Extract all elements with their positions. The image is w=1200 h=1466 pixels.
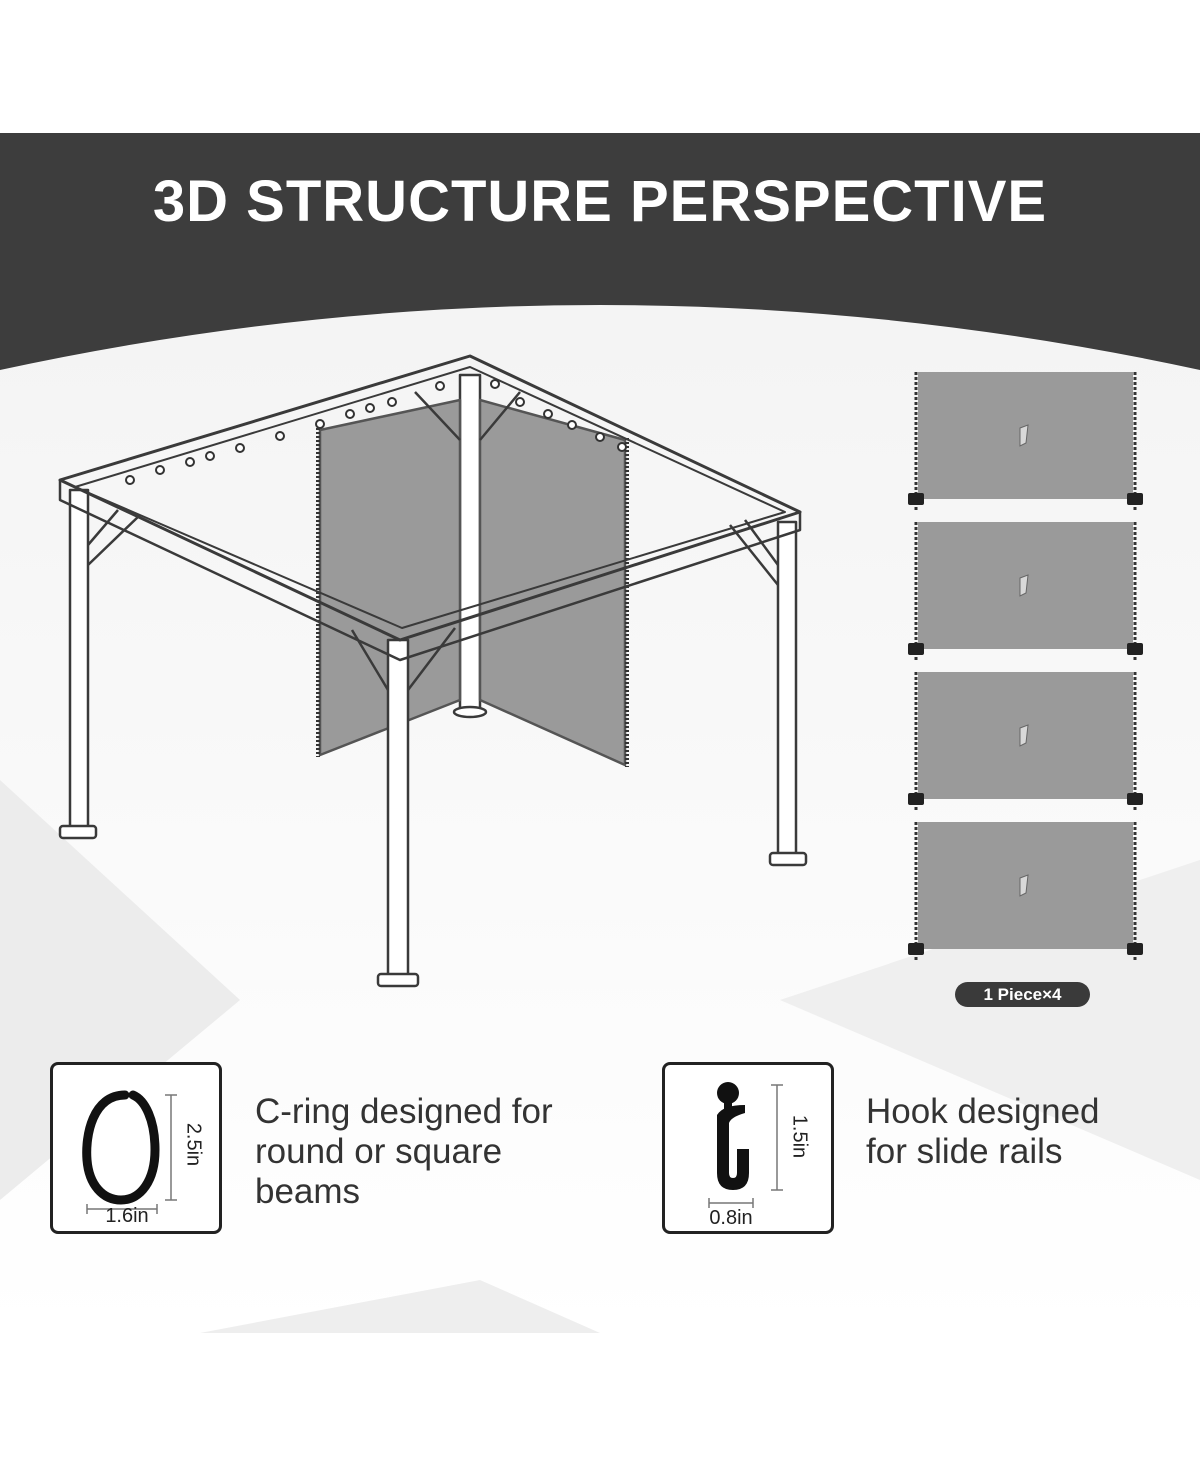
gazebo-foot-front [376, 972, 420, 988]
hook-height-label: 1.5in [788, 1114, 811, 1159]
c-ring-box: 2.5in 1.6in [50, 1062, 222, 1234]
curtain-panel [908, 672, 1143, 810]
gazebo-roof-edge [58, 480, 802, 662]
hook-width-label: 0.8in [709, 1207, 753, 1229]
gazebo-post-front [386, 638, 410, 982]
hook-icon [1019, 874, 1029, 897]
c-ring-line: beams [255, 1172, 361, 1211]
curtain-panels [908, 372, 1143, 960]
hook-description: Hook designed for slide rails [866, 1092, 1100, 1172]
gazebo-brace [414, 391, 521, 441]
gazebo-rings [125, 379, 627, 485]
gazebo-post-right [776, 520, 798, 860]
gazebo-drawing [58, 354, 808, 988]
gazebo-foot-back [452, 705, 488, 719]
hook-icon [1019, 574, 1029, 597]
c-ring-height-label: 2.5in [182, 1122, 205, 1167]
c-ring-icon [82, 1090, 177, 1214]
bg-shape [200, 1280, 600, 1333]
c-ring-line: C-ring designed for [255, 1092, 553, 1131]
hook-box: 1.5in 0.8in [662, 1062, 834, 1234]
gazebo-post-back [458, 373, 482, 712]
header-band [0, 133, 1200, 370]
hook-line: Hook designed [866, 1092, 1100, 1131]
page-title: 3D STRUCTURE PERSPECTIVE [152, 169, 1048, 234]
count-badge: 1 Piece×4 [955, 982, 1090, 1007]
c-ring-description: C-ring designed for round or square beam… [255, 1092, 553, 1212]
gazebo-brace [87, 509, 141, 566]
gazebo-foot-left [58, 824, 98, 840]
hook-line: for slide rails [866, 1132, 1063, 1171]
gazebo-foot-right [768, 851, 808, 867]
curtain-panel [908, 822, 1143, 960]
hook-icon [1019, 724, 1029, 747]
slide-hook-icon [708, 1082, 783, 1208]
gazebo-roof-inner [74, 366, 786, 629]
curtain-panel [908, 372, 1143, 510]
c-ring-line: round or square [255, 1132, 503, 1171]
gazebo-post-left [68, 488, 90, 832]
hook-icon [1019, 424, 1029, 447]
curtain-panel [908, 522, 1143, 660]
c-ring-width-label: 1.6in [105, 1205, 149, 1227]
